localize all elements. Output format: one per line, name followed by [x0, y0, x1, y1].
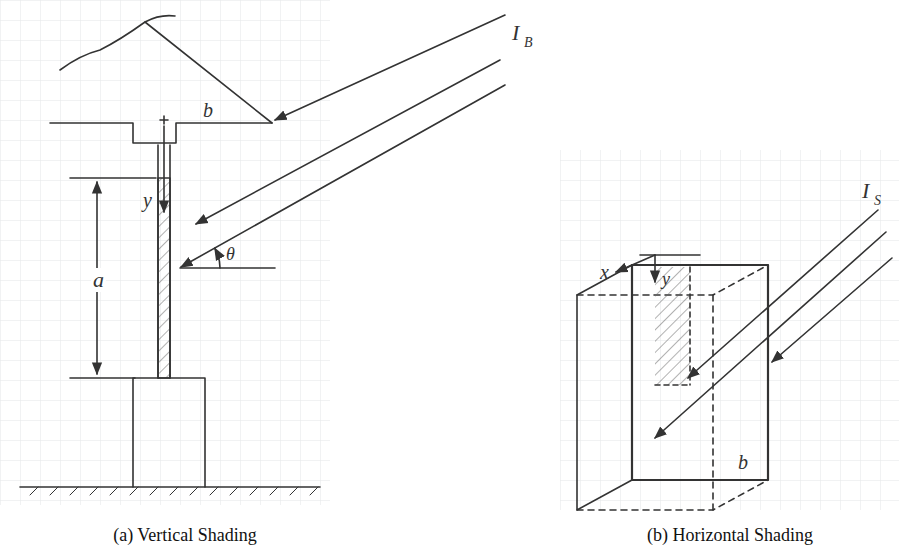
angle-label: θ	[226, 245, 235, 263]
dimension-label: a	[91, 268, 106, 292]
ray-symbol: I	[862, 180, 869, 202]
axis-label: x	[600, 262, 609, 282]
ray-symbol: I	[512, 22, 519, 44]
ray-subscript: B	[524, 36, 533, 50]
axis-label: y	[662, 270, 670, 288]
ray-subscript: S	[874, 194, 881, 208]
figure-caption: (b) Horizontal Shading	[647, 526, 813, 546]
dimension-label: b	[203, 100, 213, 120]
dimension-label: b	[738, 452, 748, 472]
axis-label: y	[143, 190, 152, 210]
figure-caption: (a) Vertical Shading	[113, 526, 257, 546]
